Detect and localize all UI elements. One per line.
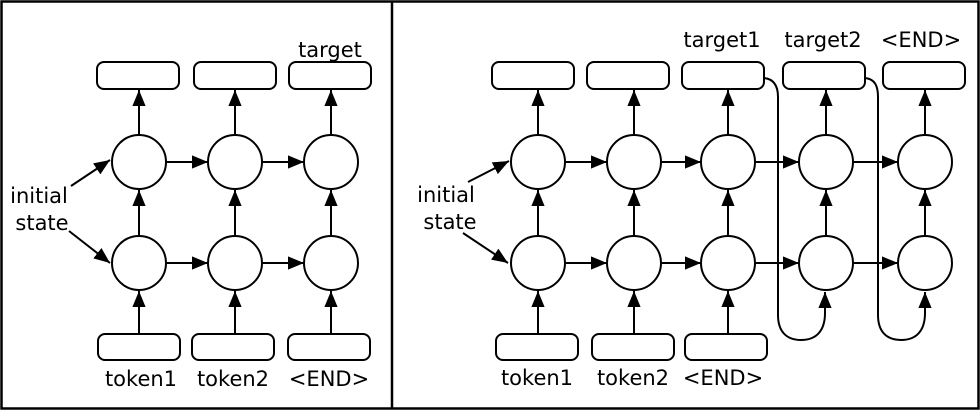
output-box bbox=[882, 61, 966, 90]
rnn-cell bbox=[111, 134, 167, 190]
input-box bbox=[495, 333, 579, 361]
initial-state-label: initial bbox=[417, 183, 475, 207]
input-box bbox=[287, 333, 371, 361]
output-box bbox=[491, 61, 575, 90]
output-box bbox=[681, 61, 765, 90]
output-box bbox=[193, 61, 277, 90]
left-panel: initial state target token1 token2 <END> bbox=[10, 38, 372, 391]
output-label: target1 bbox=[683, 28, 760, 52]
input-label: token2 bbox=[597, 366, 669, 390]
input-label: token1 bbox=[501, 366, 573, 390]
initial-state-label: state bbox=[15, 211, 68, 235]
rnn-cell bbox=[510, 134, 566, 190]
input-box bbox=[97, 333, 181, 361]
input-label: <END> bbox=[683, 366, 763, 390]
input-box bbox=[191, 333, 275, 361]
initial-state-label: state bbox=[423, 210, 476, 234]
rnn-cell bbox=[303, 134, 359, 190]
rnn-cell bbox=[798, 134, 854, 190]
right-panel: initial state target1 target2 <END> toke… bbox=[417, 28, 966, 390]
rnn-cell bbox=[303, 235, 359, 291]
rnn-cell bbox=[606, 134, 662, 190]
output-box bbox=[288, 61, 372, 90]
rnn-cell bbox=[700, 235, 756, 291]
rnn-cell bbox=[207, 134, 263, 190]
feedback-arrow bbox=[763, 77, 832, 342]
output-label: target2 bbox=[784, 28, 861, 52]
rnn-cell bbox=[606, 235, 662, 291]
initial-state-arrow bbox=[467, 160, 510, 183]
output-box bbox=[96, 61, 180, 90]
input-box bbox=[684, 333, 768, 361]
rnn-cell bbox=[111, 235, 167, 291]
feedback-arrow bbox=[864, 77, 932, 342]
input-box bbox=[591, 333, 675, 361]
input-label: token1 bbox=[105, 367, 177, 391]
rnn-cell bbox=[897, 134, 953, 190]
rnn-cell bbox=[897, 235, 953, 291]
rnn-cell bbox=[510, 235, 566, 291]
initial-state-label: initial bbox=[10, 184, 68, 208]
initial-state-arrow bbox=[68, 230, 111, 264]
rnn-cell bbox=[207, 235, 263, 291]
output-label: target bbox=[298, 38, 362, 62]
rnn-cell bbox=[798, 235, 854, 291]
initial-state-arrow bbox=[462, 232, 509, 264]
output-box bbox=[586, 61, 670, 90]
input-label: <END> bbox=[289, 367, 369, 391]
rnn-cell bbox=[700, 134, 756, 190]
output-label: <END> bbox=[881, 28, 961, 52]
output-box bbox=[782, 61, 866, 90]
input-label: token2 bbox=[197, 367, 269, 391]
initial-state-arrow bbox=[70, 159, 111, 187]
